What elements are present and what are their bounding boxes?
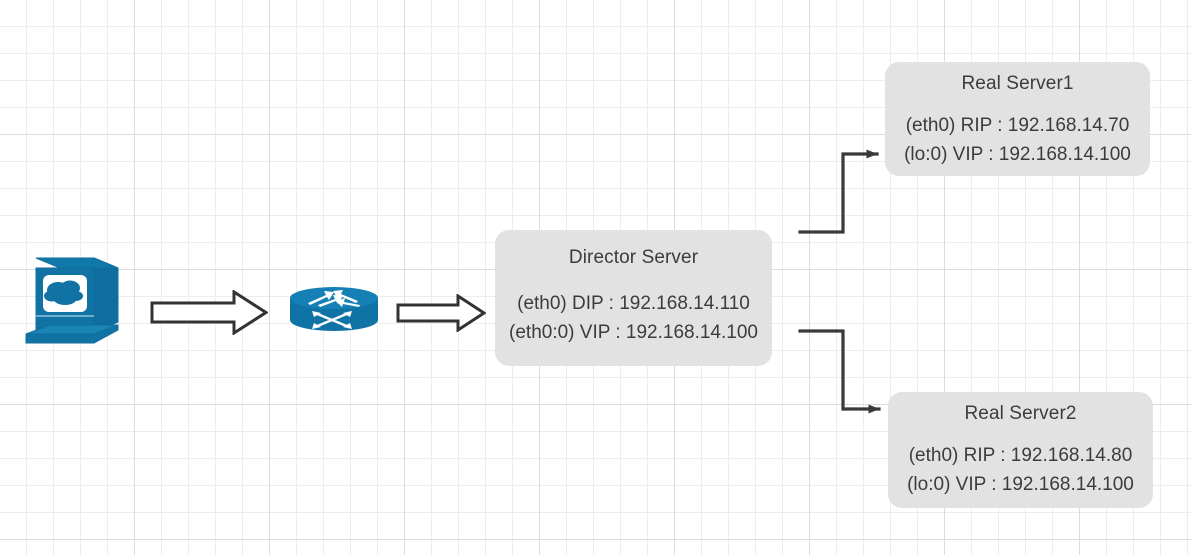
real-server-2-details: (eth0) RIP : 192.168.14.80 (lo:0) VIP : … [888,441,1153,499]
real-server-1-details: (eth0) RIP : 192.168.14.70 (lo:0) VIP : … [885,111,1150,169]
real-server-2-title: Real Server2 [964,403,1077,424]
real-server-1-line-1: (eth0) RIP : 192.168.14.70 [905,115,1130,136]
real-server-1-title: Real Server1 [961,73,1074,94]
node-director-server[interactable]: Director Server (eth0) DIP : 192.168.14.… [495,230,772,366]
node-real-server-1[interactable]: Real Server1 (eth0) RIP : 192.168.14.70 … [885,62,1150,176]
director-server-line-2: (eth0:0) VIP : 192.168.14.100 [509,322,758,343]
flow-arrow-router-to-director [396,293,487,333]
real-server-2-line-1: (eth0) RIP : 192.168.14.80 [908,445,1133,466]
flow-arrow-client-to-router [150,289,269,336]
node-real-server-2[interactable]: Real Server2 (eth0) RIP : 192.168.14.80 … [888,392,1153,508]
client-computer-icon [18,250,126,352]
director-server-line-1: (eth0) DIP : 192.168.14.110 [517,293,750,314]
router-icon [288,286,380,334]
edge-director-to-real-server-2 [798,329,881,414]
director-server-details: (eth0) DIP : 192.168.14.110 (eth0:0) VIP… [495,289,772,347]
director-server-title: Director Server [568,247,699,268]
real-server-1-line-2: (lo:0) VIP : 192.168.14.100 [904,144,1131,165]
edge-director-to-real-server-1 [798,149,879,234]
real-server-2-line-2: (lo:0) VIP : 192.168.14.100 [907,474,1134,495]
